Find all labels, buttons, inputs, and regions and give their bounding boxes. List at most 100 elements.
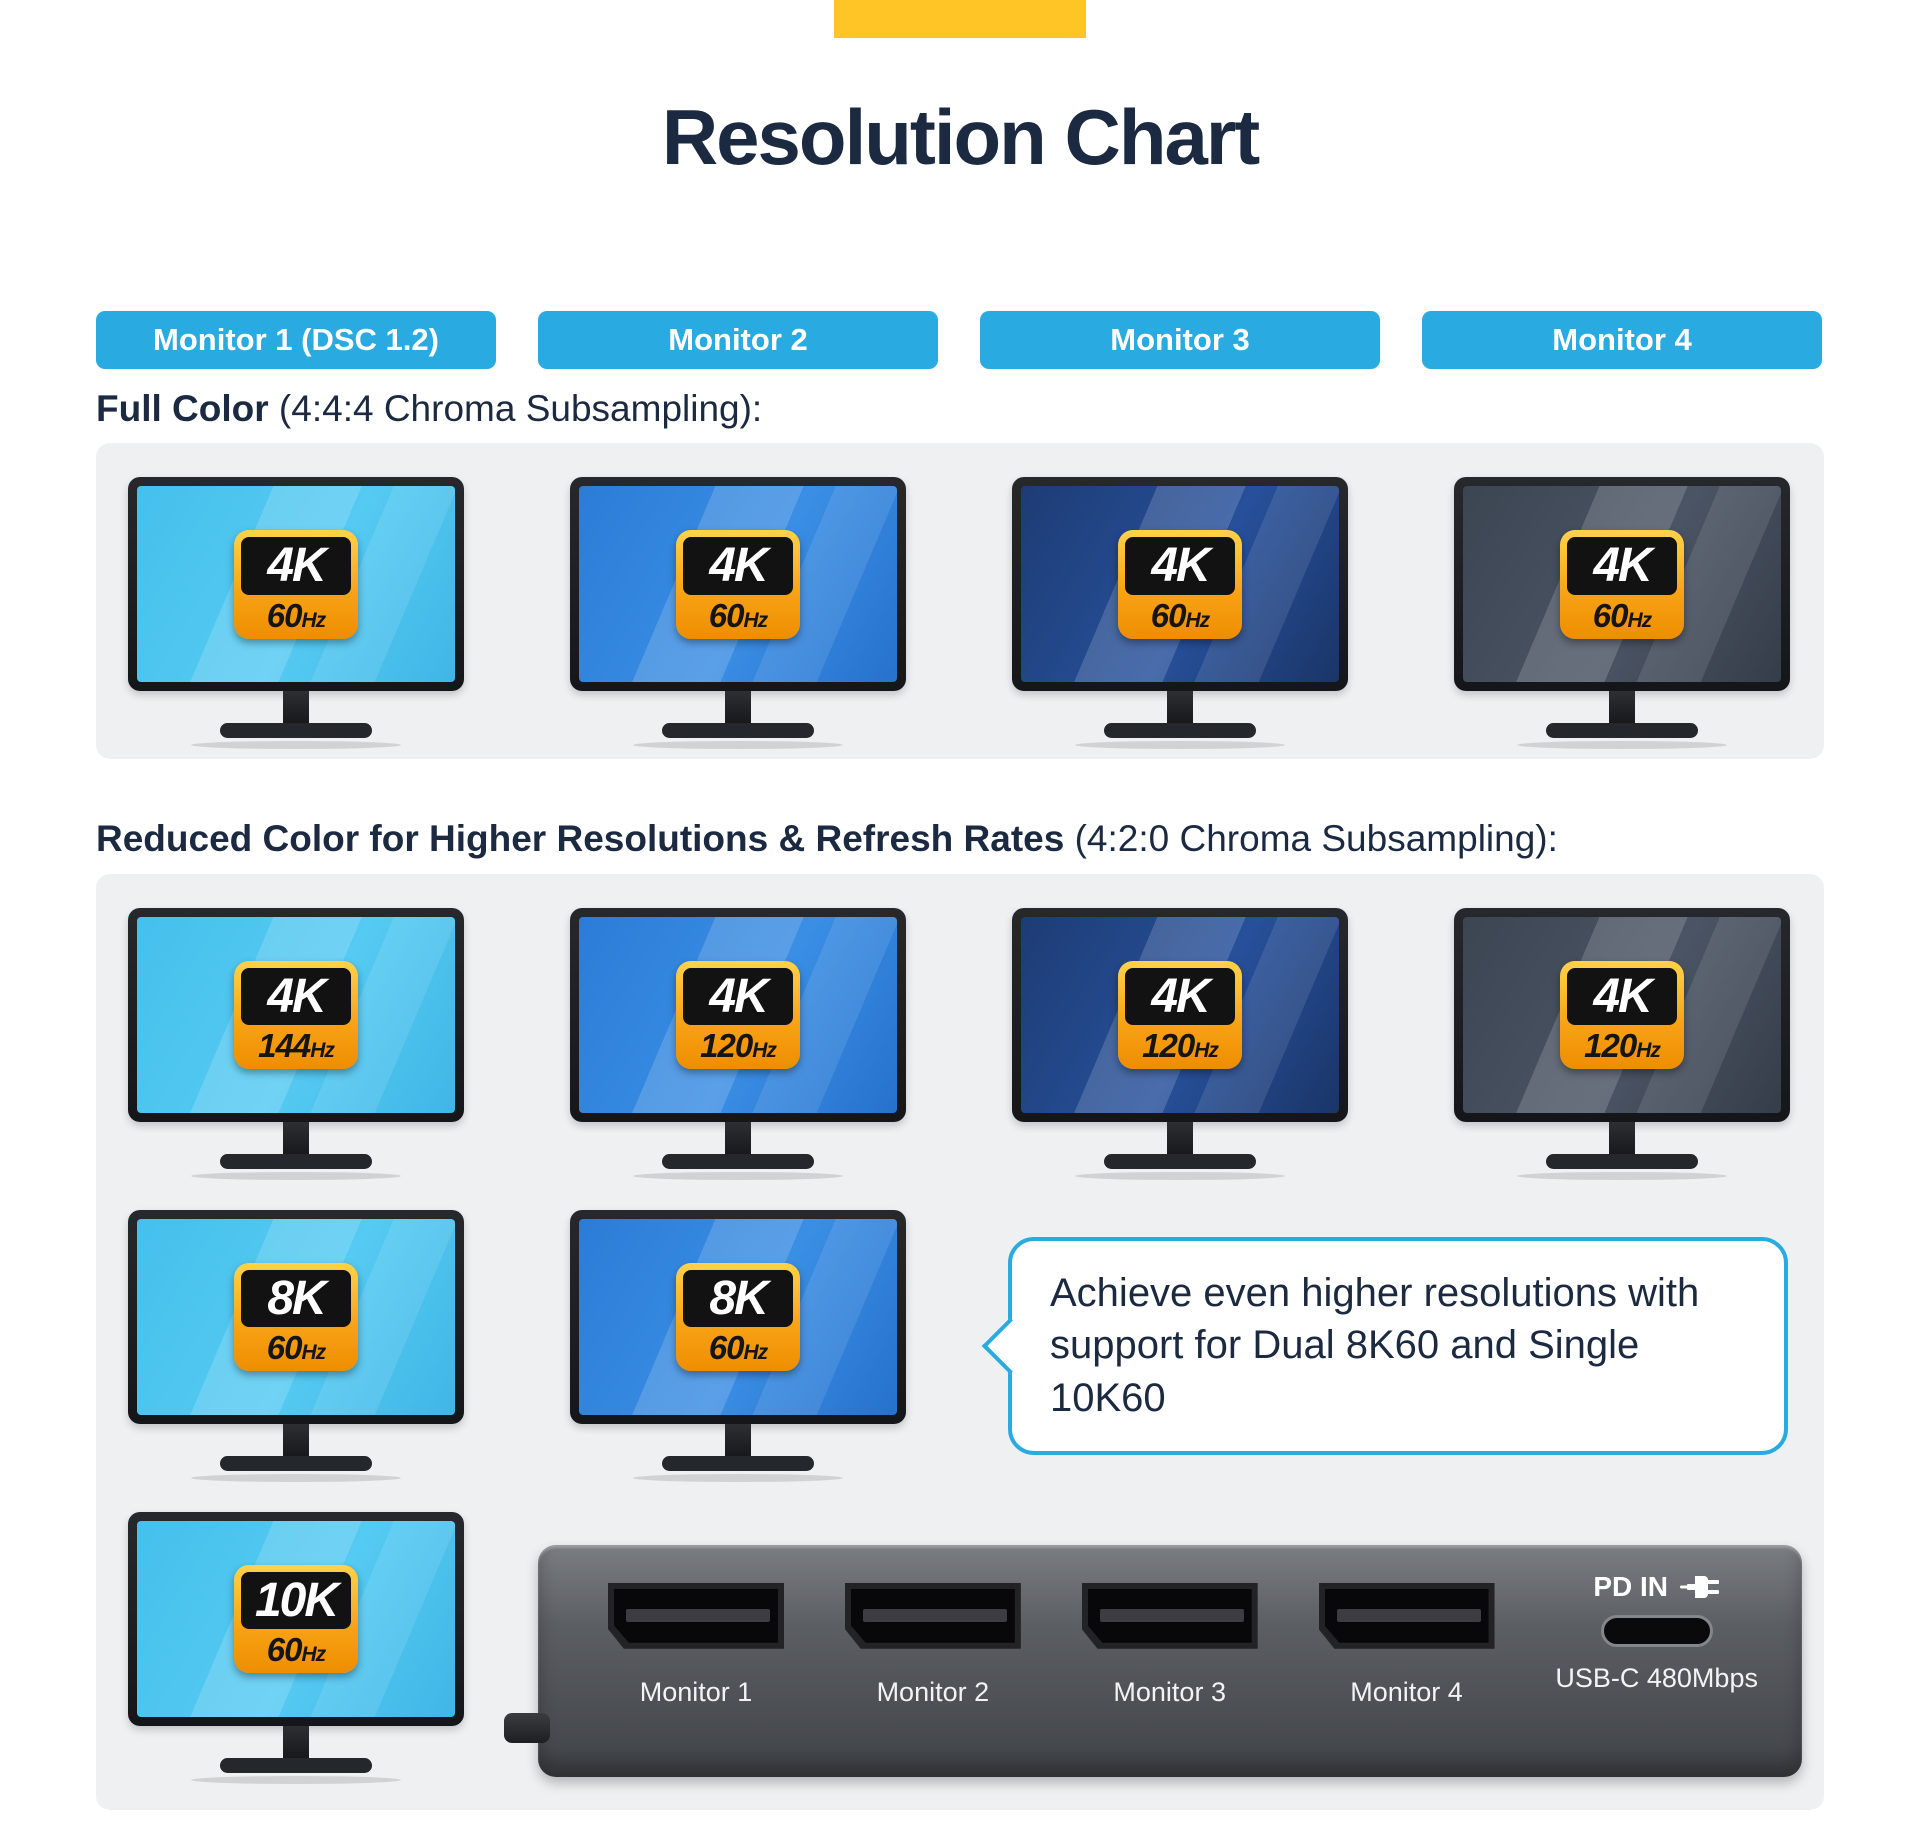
monitor-screen: 4K 144Hz — [137, 916, 455, 1113]
monitor-stand-base — [662, 1153, 814, 1169]
monitor-stand-neck — [283, 1121, 309, 1154]
monitor-shadow — [191, 1473, 401, 1482]
resolution-badge: 8K 60Hz — [234, 1262, 358, 1372]
dp-port-label-2: Monitor 2 — [876, 1676, 990, 1707]
monitor-stand-neck — [283, 1725, 309, 1758]
monitor-shadow — [191, 1775, 401, 1784]
power-plug-icon — [1680, 1575, 1720, 1598]
callout-text: Achieve even higher resolutions with sup… — [1050, 1270, 1700, 1421]
dock-device: Monitor 1 Monitor 2 — [504, 1544, 1802, 1777]
resolution-badge: 10K 60Hz — [234, 1564, 358, 1674]
monitor-screen: 4K 60Hz — [1463, 486, 1781, 683]
monitor-screen: 8K 60Hz — [137, 1218, 455, 1415]
reduced-row-3: 10K 60Hz Mo — [96, 1482, 1824, 1784]
usbc-port — [1600, 1614, 1713, 1647]
monitor-graphic-8k-2: 8K 60Hz — [570, 1209, 906, 1482]
monitor-graphic-reduced-3: 4K 120Hz — [1012, 907, 1348, 1180]
dp-port-label-4: Monitor 4 — [1350, 1676, 1463, 1707]
monitor-stand-base — [1104, 1153, 1256, 1169]
badge-resolution: 4K — [241, 967, 351, 1026]
resolution-badge: 4K 120Hz — [1560, 960, 1684, 1070]
dp-port-group-2: Monitor 2 — [844, 1582, 1021, 1708]
monitor-graphic-reduced-1: 4K 144Hz — [128, 907, 464, 1180]
monitor-shadow — [191, 741, 401, 750]
full-color-label-bold: Full Color — [96, 388, 269, 429]
displayport-port-1 — [608, 1582, 784, 1649]
monitor-screen: 4K 60Hz — [137, 486, 455, 683]
displayport-port-4 — [1318, 1582, 1495, 1649]
reduced-row-1: 4K 144Hz 4K 120Hz — [96, 874, 1824, 1180]
displayport-tongue — [626, 1608, 770, 1622]
resolution-badge: 4K 60Hz — [676, 530, 800, 639]
monitor-graphic-10k: 10K 60Hz — [128, 1511, 464, 1784]
badge-refresh-rate: 60Hz — [266, 1631, 326, 1669]
monitor-tabs: Monitor 1 (DSC 1.2) Monitor 2 Monitor 3 … — [96, 311, 1824, 369]
badge-refresh-rate: 60Hz — [266, 1329, 326, 1367]
tab-monitor-4: Monitor 4 — [1422, 311, 1822, 369]
monitor-bezel: 10K 60Hz — [128, 1511, 464, 1726]
monitor-shadow — [633, 1473, 843, 1482]
monitor-stand-neck — [1167, 691, 1193, 724]
badge-resolution: 8K — [683, 1269, 793, 1328]
badge-resolution: 10K — [241, 1571, 351, 1630]
displayport-tongue — [1099, 1608, 1244, 1622]
monitor-stand-base — [220, 1153, 372, 1169]
badge-resolution: 4K — [1567, 537, 1677, 595]
monitor-stand-base — [220, 1455, 372, 1471]
dock-cable — [504, 1712, 550, 1743]
monitor-shadow — [633, 741, 843, 750]
monitor-bezel: 4K 120Hz — [1454, 907, 1790, 1122]
monitor-graphic-full-4: 4K 60Hz — [1454, 477, 1790, 750]
pd-in-label: PD IN — [1593, 1570, 1669, 1602]
reduced-color-section-label: Reduced Color for Higher Resolutions & R… — [96, 817, 1824, 861]
monitor-shadow — [1517, 1171, 1727, 1180]
monitor-screen: 4K 60Hz — [1021, 486, 1339, 683]
resolution-badge: 8K 60Hz — [676, 1262, 800, 1372]
monitor-stand-base — [220, 1757, 372, 1773]
monitor-bezel: 8K 60Hz — [128, 1209, 464, 1424]
dp-port-group-3: Monitor 3 — [1081, 1582, 1258, 1708]
monitor-graphic-8k-1: 8K 60Hz — [128, 1209, 464, 1482]
badge-refresh-rate: 60Hz — [1592, 596, 1652, 634]
badge-refresh-rate: 60Hz — [708, 1329, 768, 1367]
tab-monitor-1: Monitor 1 (DSC 1.2) — [96, 311, 496, 369]
displayport-port-3 — [1081, 1582, 1258, 1649]
reduced-color-label-rest: (4:2:0 Chroma Subsampling): — [1064, 818, 1558, 860]
badge-resolution: 8K — [241, 1269, 351, 1328]
monitor-bezel: 4K 60Hz — [128, 477, 464, 692]
full-color-section-label: Full Color (4:4:4 Chroma Subsampling): — [96, 387, 1824, 431]
monitor-screen: 4K 120Hz — [579, 916, 897, 1113]
badge-refresh-rate: 120Hz — [1142, 1027, 1219, 1065]
monitor-graphic-reduced-2: 4K 120Hz — [570, 907, 906, 1180]
page-title: Resolution Chart — [661, 93, 1260, 181]
displayport-tongue — [862, 1608, 1007, 1622]
full-color-band: 4K 60Hz 4K 60Hz — [96, 443, 1824, 760]
badge-resolution: 4K — [1567, 967, 1677, 1026]
monitor-stand-base — [662, 1455, 814, 1471]
monitor-bezel: 4K 60Hz — [570, 477, 906, 692]
monitor-stand-base — [1546, 1153, 1698, 1169]
dp-port-group-4: Monitor 4 — [1318, 1582, 1495, 1708]
monitor-bezel: 8K 60Hz — [570, 1209, 906, 1424]
badge-resolution: 4K — [683, 537, 793, 595]
monitor-stand-neck — [1609, 691, 1635, 724]
chart-content: Monitor 1 (DSC 1.2) Monitor 2 Monitor 3 … — [96, 311, 1824, 1810]
pd-in-row: PD IN — [1593, 1571, 1720, 1603]
monitor-screen: 4K 120Hz — [1463, 916, 1781, 1113]
reduced-color-band: 4K 144Hz 4K 120Hz — [96, 873, 1824, 1810]
monitor-graphic-reduced-4: 4K 120Hz — [1454, 907, 1790, 1180]
badge-refresh-rate: 60Hz — [1150, 596, 1210, 634]
monitor-stand-base — [220, 723, 372, 739]
tab-monitor-3: Monitor 3 — [980, 311, 1380, 369]
monitor-bezel: 4K 60Hz — [1454, 477, 1790, 692]
monitor-shadow — [191, 1171, 401, 1180]
monitor-shadow — [1075, 741, 1285, 750]
badge-refresh-rate: 144Hz — [258, 1027, 335, 1065]
badge-resolution: 4K — [241, 537, 351, 595]
dock-area: Monitor 1 Monitor 2 — [504, 1544, 1822, 1777]
monitor-bezel: 4K 120Hz — [1012, 907, 1348, 1122]
resolution-badge: 4K 120Hz — [676, 960, 800, 1070]
top-accent-bar — [834, 0, 1086, 38]
resolution-badge: 4K 144Hz — [234, 960, 358, 1070]
monitor-graphic-full-3: 4K 60Hz — [1012, 477, 1348, 750]
